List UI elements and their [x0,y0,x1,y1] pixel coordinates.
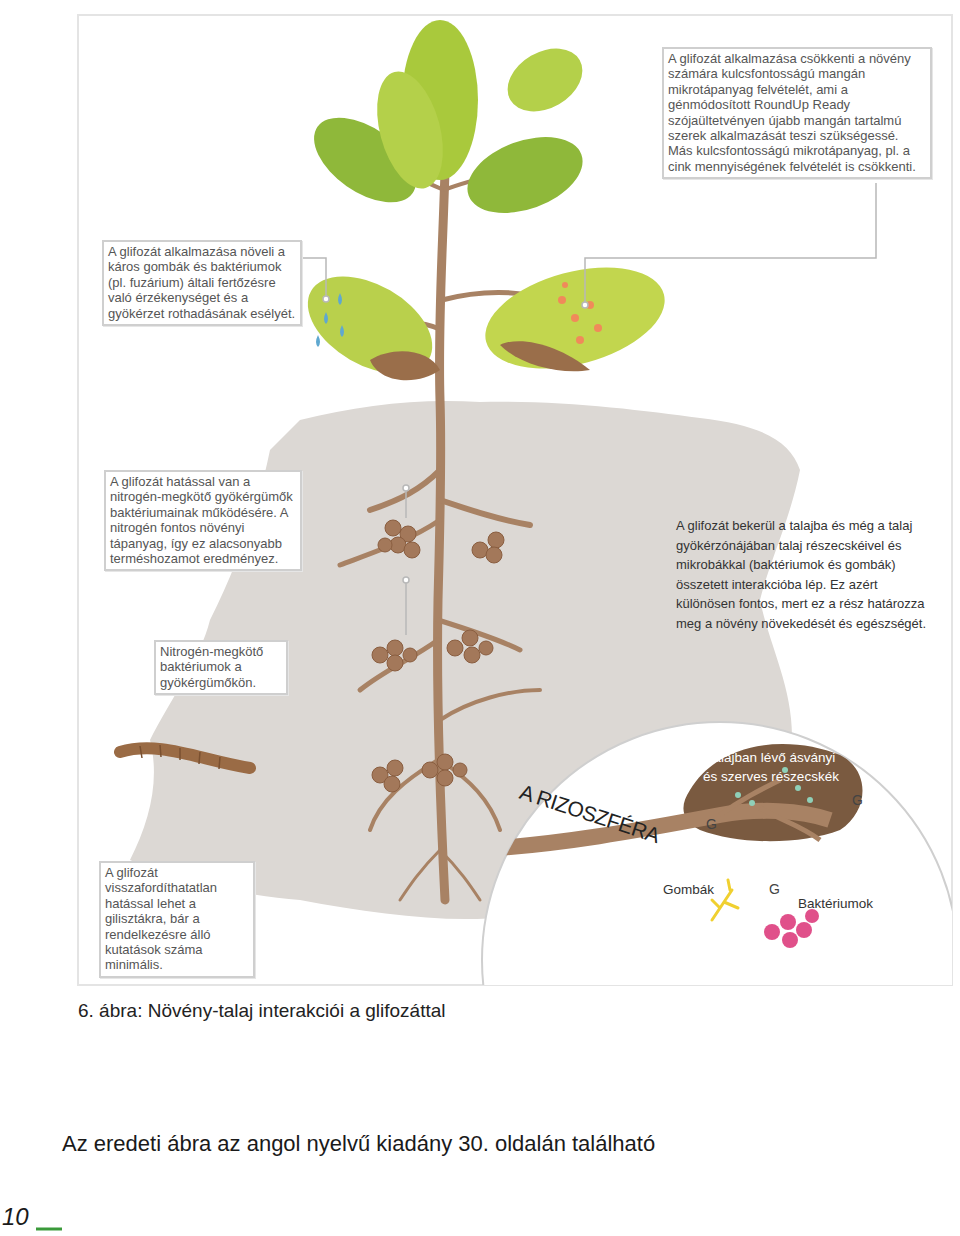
fungi [712,880,738,920]
leaf [474,250,676,386]
leader-ends [323,296,588,583]
glyphosate-marker: G [852,792,863,808]
callout-text: A glifozát hatással van a nitrogén-megkö… [110,474,296,566]
rhizosphere-note: A glifozát bekerül a talajba és még a ta… [676,516,928,633]
rotting-leaf-tip [370,351,440,380]
earthworm [120,748,250,768]
leaf [291,256,449,393]
callout-box: A glifozát hatással van a nitrogén-megkö… [104,470,302,571]
callout-text: Nitrogén-megkötő baktériumok a gyökérgüm… [160,644,282,690]
micronutrient-dots [558,282,602,344]
earthworm-segments [140,745,220,769]
source-note: Az eredeti ábra az angol nyelvű kiadány … [62,1131,655,1157]
leaf [457,123,593,228]
rotting-leaf-tip [500,341,590,371]
bacteria-label: Baktériumok [798,896,873,911]
leaf [496,36,593,124]
page-number: 10 [2,1203,29,1231]
callout-box: Nitrogén-megkötő baktériumok a gyökérgüm… [154,640,288,695]
callout-text: A glifozát visszafordíthatatlan hatással… [105,865,249,973]
particles-label: Talajban lévő ásványi és szerves részecs… [700,748,842,786]
callout-box: A glifozát visszafordíthatatlan hatással… [99,861,255,978]
soil-aggregate [683,744,862,841]
glyphosate-marker: G [706,816,717,832]
root-hairs [720,780,820,840]
rhizosphere-title: A RIZOSZFÉRA [517,780,663,848]
root-nodules [372,520,504,792]
leaf [365,64,454,195]
roots [340,470,540,900]
water-drops [316,293,344,347]
glyphosate-marker: G [769,881,780,897]
callout-box: A glifozát alkalmazása csökkenti a növén… [662,47,932,179]
callout-text: A glifozát alkalmazása növeli a káros go… [108,244,296,321]
callout-text: A glifozát alkalmazása csökkenti a növén… [668,51,926,174]
callout-box: A glifozát alkalmazása növeli a káros go… [102,240,302,326]
fungi-label: Gombák [663,882,714,897]
figure-caption: 6. ábra: Növény-talaj interakciói a glif… [78,1000,446,1022]
rhizosphere-circle [482,722,952,985]
bacteria [764,909,819,948]
page-number-rule [36,1228,62,1231]
